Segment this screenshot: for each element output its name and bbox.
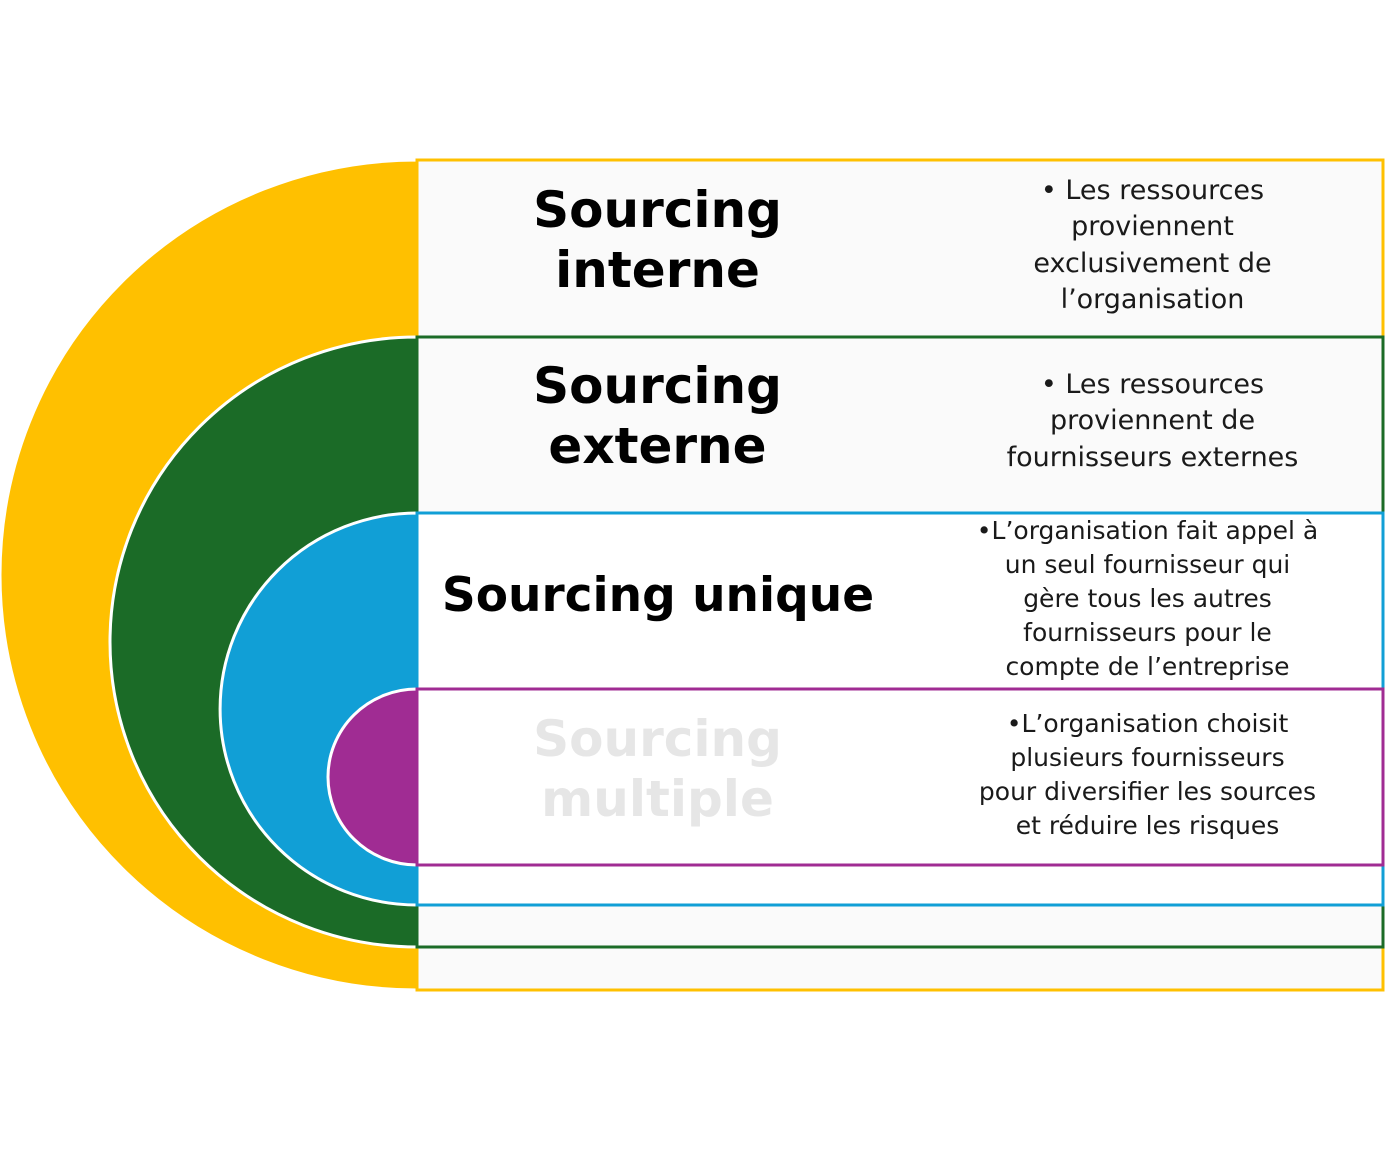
description-sourcing-multiple: •L’organisation choisit plusieurs fourni… <box>978 709 1317 840</box>
description-sourcing-interne: • Les ressources proviennent exclusiveme… <box>1033 175 1272 316</box>
arc-sourcing-multiple <box>326 687 419 867</box>
title-sourcing-unique: Sourcing unique <box>441 568 875 623</box>
title-sourcing-multiple: Sourcing multiple <box>533 710 782 828</box>
description-sourcing-unique: •L’organisation fait appel à un seul fou… <box>976 516 1319 681</box>
row-border-multiple <box>415 687 1385 867</box>
row-background-multiple <box>417 689 1383 865</box>
title-sourcing-externe: Sourcing externe <box>533 357 782 475</box>
title-sourcing-interne: Sourcing interne <box>533 181 782 299</box>
description-sourcing-externe: • Les ressources proviennent de fourniss… <box>1006 369 1299 473</box>
